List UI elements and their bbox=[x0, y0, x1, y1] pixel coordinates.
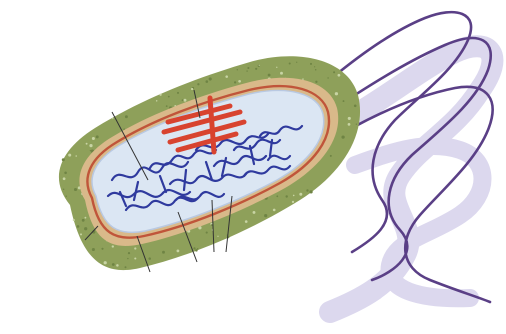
capsule-speckle bbox=[234, 81, 236, 83]
capsule-speckle bbox=[247, 67, 249, 69]
capsule-speckle bbox=[206, 232, 208, 234]
capsule-speckle bbox=[177, 250, 180, 253]
capsule-speckle bbox=[112, 118, 113, 119]
capsule-speckle bbox=[193, 247, 195, 249]
capsule-speckle bbox=[309, 190, 312, 193]
capsule-speckle bbox=[182, 99, 184, 101]
capsule-speckle bbox=[299, 193, 302, 196]
capsule-speckle bbox=[68, 154, 71, 157]
capsule-speckle bbox=[156, 100, 157, 101]
capsule-speckle bbox=[125, 266, 127, 268]
capsule-speckle bbox=[101, 248, 103, 250]
capsule-speckle bbox=[77, 225, 80, 228]
capsule-speckle bbox=[64, 172, 67, 175]
capsule-speckle bbox=[315, 81, 317, 83]
capsule-speckle bbox=[306, 189, 308, 191]
capsule-speckle bbox=[80, 233, 82, 235]
capsule-speckle bbox=[134, 247, 136, 249]
capsule-speckle bbox=[335, 92, 338, 95]
capsule-speckle bbox=[92, 248, 95, 251]
capsule-speckle bbox=[209, 77, 212, 80]
capsule-speckle bbox=[184, 99, 187, 102]
capsule-speckle bbox=[338, 74, 341, 77]
capsule-speckle bbox=[89, 144, 92, 147]
capsule-speckle bbox=[296, 62, 297, 63]
capsule-speckle bbox=[90, 150, 91, 151]
capsule-speckle bbox=[127, 258, 128, 259]
capsule-speckle bbox=[238, 80, 241, 83]
capsule-speckle bbox=[293, 195, 295, 197]
capsule-speckle bbox=[62, 158, 65, 161]
capsule-speckle bbox=[104, 261, 107, 264]
capsule-speckle bbox=[333, 71, 335, 73]
capsule-speckle bbox=[268, 74, 271, 77]
capsule-speckle bbox=[74, 188, 77, 191]
capsule-speckle bbox=[315, 69, 317, 71]
capsule-speckle bbox=[116, 264, 119, 267]
capsule-speckle bbox=[197, 83, 199, 85]
capsule-speckle bbox=[217, 236, 218, 237]
capsule-speckle bbox=[96, 135, 99, 138]
capsule-speckle bbox=[159, 94, 161, 96]
capsule-speckle bbox=[330, 155, 332, 157]
capsule-speckle bbox=[259, 65, 260, 66]
capsule-speckle bbox=[65, 195, 66, 196]
capsule-speckle bbox=[168, 96, 170, 98]
capsule-speckle bbox=[225, 75, 228, 78]
capsule-speckle bbox=[253, 211, 256, 214]
capsule-speckle bbox=[341, 135, 344, 138]
capsule-speckle bbox=[191, 88, 193, 90]
capsule-speckle bbox=[162, 251, 165, 254]
capsule-speckle bbox=[128, 252, 130, 254]
capsule-speckle bbox=[166, 105, 168, 107]
capsule-speckle bbox=[302, 78, 303, 79]
capsule-speckle bbox=[276, 67, 277, 68]
capsule-speckle bbox=[264, 214, 267, 217]
capsule-speckle bbox=[125, 115, 128, 118]
capsule-speckle bbox=[75, 155, 77, 157]
capsule-speckle bbox=[310, 63, 312, 65]
capsule-speckle bbox=[112, 263, 115, 266]
capsule-speckle bbox=[273, 209, 276, 212]
capsule-speckle bbox=[237, 69, 238, 70]
capsule-speckle bbox=[86, 143, 88, 145]
capsule-speckle bbox=[177, 92, 179, 94]
capsule-speckle bbox=[195, 249, 198, 252]
capsule-speckle bbox=[314, 66, 315, 67]
capsule-speckle bbox=[292, 201, 294, 203]
capsule-speckle bbox=[343, 100, 345, 102]
capsule-speckle bbox=[255, 68, 257, 70]
capsule-speckle bbox=[348, 117, 351, 120]
capsule-speckle bbox=[112, 245, 114, 247]
capsule-speckle bbox=[63, 177, 66, 180]
capsule-speckle bbox=[85, 217, 87, 219]
capsule-speckle bbox=[246, 70, 247, 71]
capsule-speckle bbox=[206, 80, 209, 83]
capsule-speckle bbox=[148, 257, 151, 260]
capsule-speckle bbox=[285, 195, 287, 197]
capsule-speckle bbox=[348, 123, 351, 126]
capsule-speckle bbox=[82, 219, 85, 222]
capsule-speckle bbox=[73, 219, 75, 221]
capsule-speckle bbox=[63, 189, 65, 191]
capsule-speckle bbox=[92, 137, 95, 140]
capsule-speckle bbox=[245, 220, 248, 223]
capsule-speckle bbox=[356, 124, 357, 125]
capsule-speckle bbox=[289, 62, 291, 64]
capsule-speckle bbox=[84, 227, 87, 230]
capsule-speckle bbox=[280, 72, 283, 75]
capsule-speckle bbox=[354, 104, 357, 107]
capsule-speckle bbox=[197, 248, 198, 249]
capsule-speckle bbox=[134, 257, 136, 259]
capsule-speckle bbox=[327, 77, 328, 78]
capsule-speckle bbox=[276, 195, 278, 197]
